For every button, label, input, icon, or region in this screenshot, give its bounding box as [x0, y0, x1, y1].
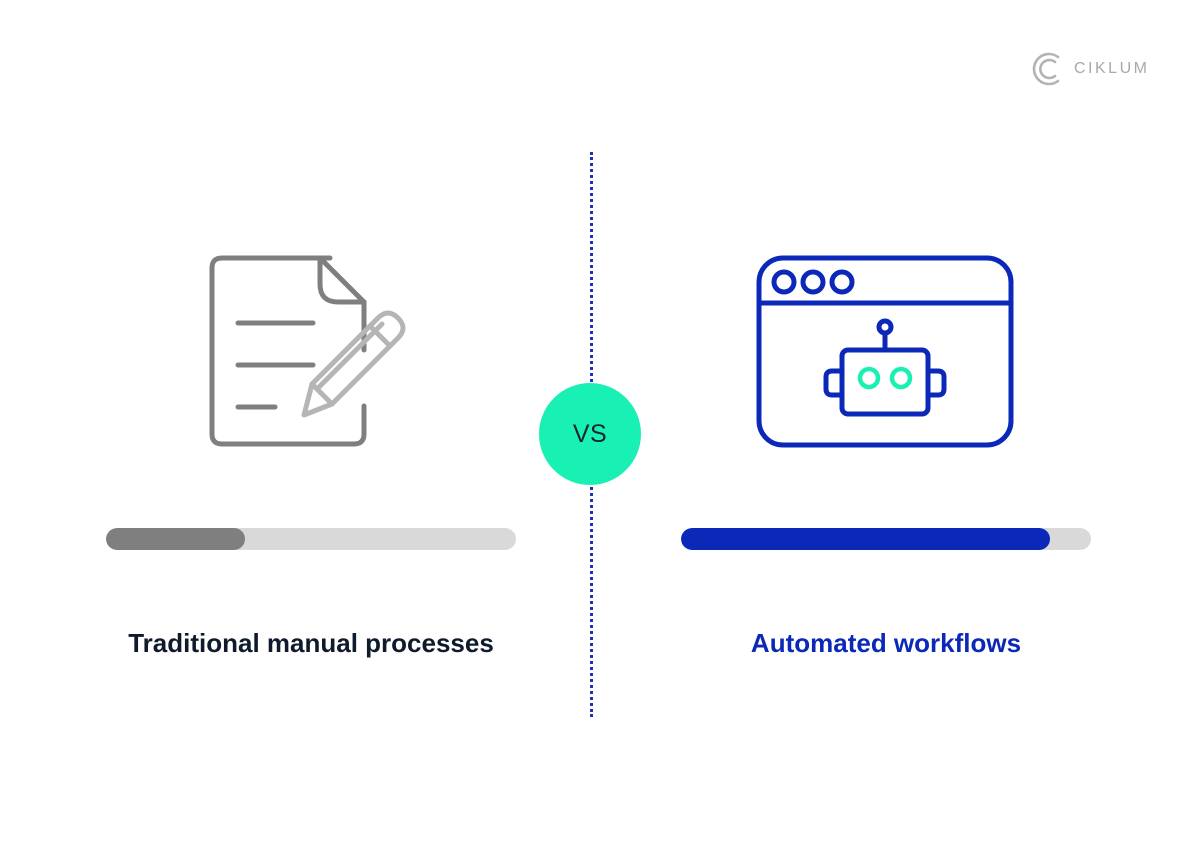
logo-text: CIKLUM [1074, 60, 1150, 77]
manual-processes-label: Traditional manual processes [128, 628, 494, 658]
vs-label: VS [572, 419, 608, 448]
document-with-pencil-icon [209, 255, 406, 447]
automated-progress-fill [681, 528, 1050, 550]
ciklum-logo-icon [1032, 52, 1060, 86]
browser-window-robot-icon [756, 255, 1014, 448]
ciklum-logo: CIKLUM [1028, 50, 1149, 88]
manual-progress-fill [106, 528, 246, 550]
manual-progress-bar [106, 528, 516, 550]
automated-progress-bar [681, 528, 1091, 550]
vs-badge: VS [539, 383, 641, 485]
automated-workflows-label: Automated workflows [750, 628, 1022, 658]
